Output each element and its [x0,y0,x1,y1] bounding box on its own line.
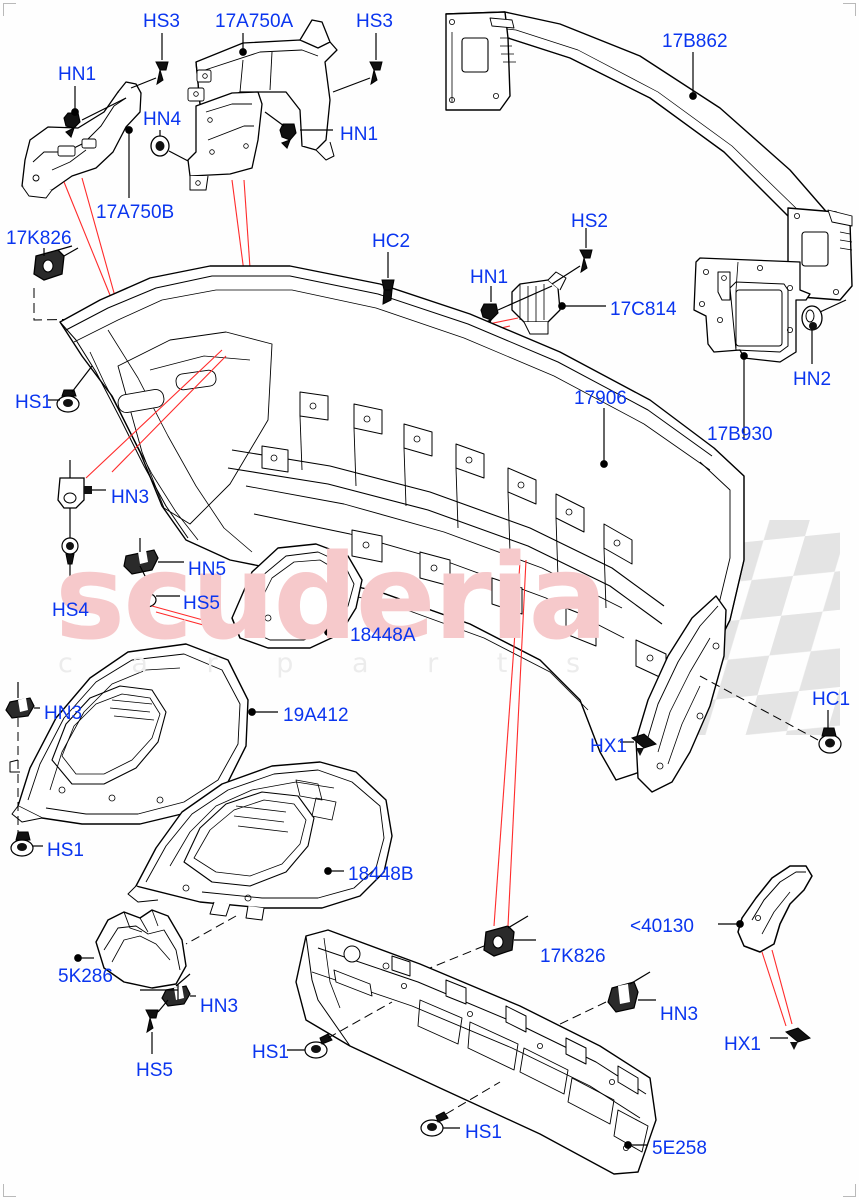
part-callout-17a750b[interactable]: 17A750B [96,202,175,223]
fastener-HN3-icon-b [5,697,35,719]
hidden-line-hn3-5e258 [555,1001,607,1027]
fastener-HS3-icon-right [369,61,383,86]
part-callout-40130[interactable]: <40130 [630,916,694,937]
part-callout-hs1[interactable]: HS1 [252,1042,289,1063]
part-callout-hs1[interactable]: HS1 [15,392,52,413]
part-callout-hs2[interactable]: HS2 [571,211,608,232]
fastener-HC1-icon [818,727,842,754]
crop-mark-top-right [843,3,856,16]
part-17B930-support-plate [693,257,811,363]
part-40130-corner-trim [737,865,813,953]
fastener-HN3-icon-a [57,477,92,509]
fastener-HN4-icon [150,135,170,157]
part-callout-hs5[interactable]: HS5 [136,1060,173,1081]
hidden-line-18448B [185,915,237,945]
crop-mark-bottom-left [3,1184,16,1197]
part-callout-hx1[interactable]: HX1 [590,736,627,757]
part-callout-hn4[interactable]: HN4 [143,109,182,130]
part-18448A-heat-shield [231,543,363,649]
part-callout-hs3[interactable]: HS3 [143,11,180,32]
part-callout-hn5[interactable]: HN5 [188,559,227,580]
part-17A750B-bracket [21,81,142,199]
part-19A412-panel [9,643,249,825]
red-leader-40130 [761,949,793,1027]
part-callout-hs5[interactable]: HS5 [183,593,220,614]
part-callout-17k826[interactable]: 17K826 [6,228,72,249]
fastener-HX1-icon-a [630,733,658,756]
part-callout-17b930[interactable]: 17B930 [707,424,773,445]
part-callout-hc2[interactable]: HC2 [372,231,411,252]
leader-HN1-a2 [81,97,127,121]
fastener-HS1-icon-b [10,831,34,857]
red-leader-lines-top [63,177,251,301]
part-callout-hn1[interactable]: HN1 [340,124,379,145]
part-callout-5e258[interactable]: 5E258 [652,1138,707,1159]
part-callout-hx1[interactable]: HX1 [724,1034,761,1055]
fastener-HS1-icon-d [420,1111,449,1137]
red-leader-HN3-a [85,349,227,479]
fastener-HX1-icon-b [784,1027,812,1050]
part-17K826-clip-lower [483,925,515,957]
part-5K286-deflector [95,909,187,989]
fastener-HN3-icon-d [607,981,639,1013]
fastener-HN5-icon [123,549,159,575]
fastener-HN3-icon-c [161,985,191,1007]
part-callout-hn3[interactable]: HN3 [200,996,239,1017]
part-5E258-lower-valance [295,929,657,1175]
fastener-HS5-icon-b [145,1009,159,1034]
part-callout-17a750a[interactable]: 17A750A [215,11,294,32]
part-bumper-right-corner [635,595,727,793]
part-callout-hc1[interactable]: HC1 [812,689,851,710]
crop-mark-top-left [3,3,16,16]
part-17906-bumper-cover [59,265,745,781]
fastener-HS1-icon-a [56,389,80,413]
fastener-HC2-icon [381,279,395,305]
fastener-HS5-icon [135,577,157,608]
part-callout-hs4[interactable]: HS4 [52,600,89,621]
part-callout-hs1[interactable]: HS1 [47,840,84,861]
part-callout-17b862[interactable]: 17B862 [662,31,728,52]
crop-mark-bottom-right [843,1184,856,1197]
fastener-HS3-icon-left [155,61,169,86]
part-callout-19a412[interactable]: 19A412 [283,705,349,726]
part-callout-18448a[interactable]: 18448A [350,625,416,646]
leader-5K286-bracket [140,984,179,1000]
part-17K826-clip-upper [33,245,73,281]
part-callout-hn1[interactable]: HN1 [470,267,509,288]
fastener-HS1-icon-c [304,1033,333,1059]
part-callout-18448b[interactable]: 18448B [348,864,414,885]
part-callout-hn1[interactable]: HN1 [58,64,97,85]
red-leader-lines-center [493,559,527,927]
part-callout-hn3[interactable]: HN3 [660,1004,699,1025]
part-callout-5k286[interactable]: 5K286 [58,966,113,987]
fastener-HN1-icon-right [279,123,297,149]
part-17B862-reinforcement-beam [445,11,853,301]
part-callout-17906[interactable]: 17906 [574,388,627,409]
part-17C814-bracket [511,271,567,335]
fastener-HN2-icon [801,305,823,331]
part-callout-hn3[interactable]: HN3 [44,703,83,724]
hidden-line-hs1-a [327,1001,393,1039]
part-callout-hn2[interactable]: HN2 [793,369,832,390]
fastener-HS4-icon [61,537,79,565]
hidden-line-hc1 [699,675,819,741]
part-callout-hs1[interactable]: HS1 [465,1122,502,1143]
fastener-HS2-icon [579,249,593,274]
part-callout-17c814[interactable]: 17C814 [610,299,677,320]
hidden-line-hs1-b [445,1081,501,1115]
part-callout-hs3[interactable]: HS3 [356,11,393,32]
hidden-line-17k826-lower [429,945,485,969]
part-17A750A-inner-plate [187,91,263,191]
part-callout-17k826[interactable]: 17K826 [540,946,606,967]
part-callout-hn3[interactable]: HN3 [111,487,150,508]
